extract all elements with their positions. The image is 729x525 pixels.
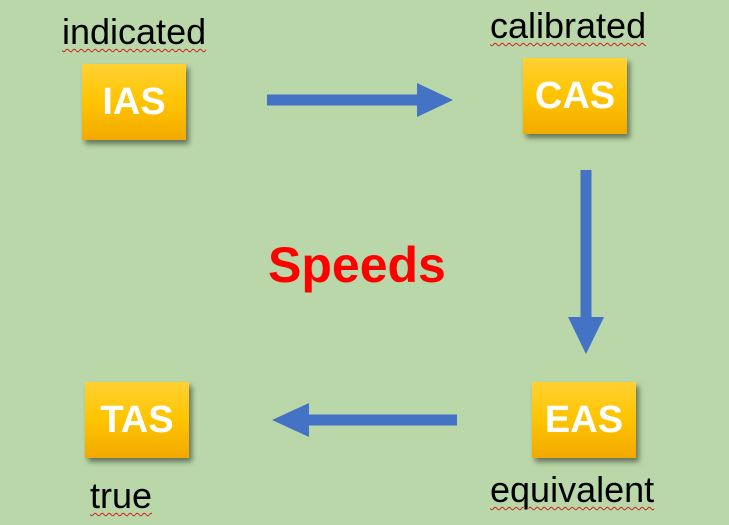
eas-box: EAS	[532, 382, 636, 458]
tas-box: TAS	[85, 382, 189, 458]
diagram-title: Speeds	[268, 237, 446, 293]
cas-label: CAS	[534, 74, 616, 117]
ias-box: IAS	[82, 64, 186, 140]
arrow-eas-to-tas	[272, 403, 457, 437]
eas-caption: equivalent	[490, 469, 655, 510]
eas-label: EAS	[544, 398, 624, 441]
tas-caption: true	[90, 475, 153, 516]
ias-label: IAS	[102, 80, 166, 123]
tas-label: TAS	[100, 398, 174, 441]
ias-caption: indicated	[62, 11, 207, 52]
arrow-cas-to-eas	[568, 170, 604, 354]
arrow-ias-to-cas	[267, 83, 453, 117]
cas-box: CAS	[523, 58, 627, 134]
cas-caption: calibrated	[490, 5, 647, 46]
